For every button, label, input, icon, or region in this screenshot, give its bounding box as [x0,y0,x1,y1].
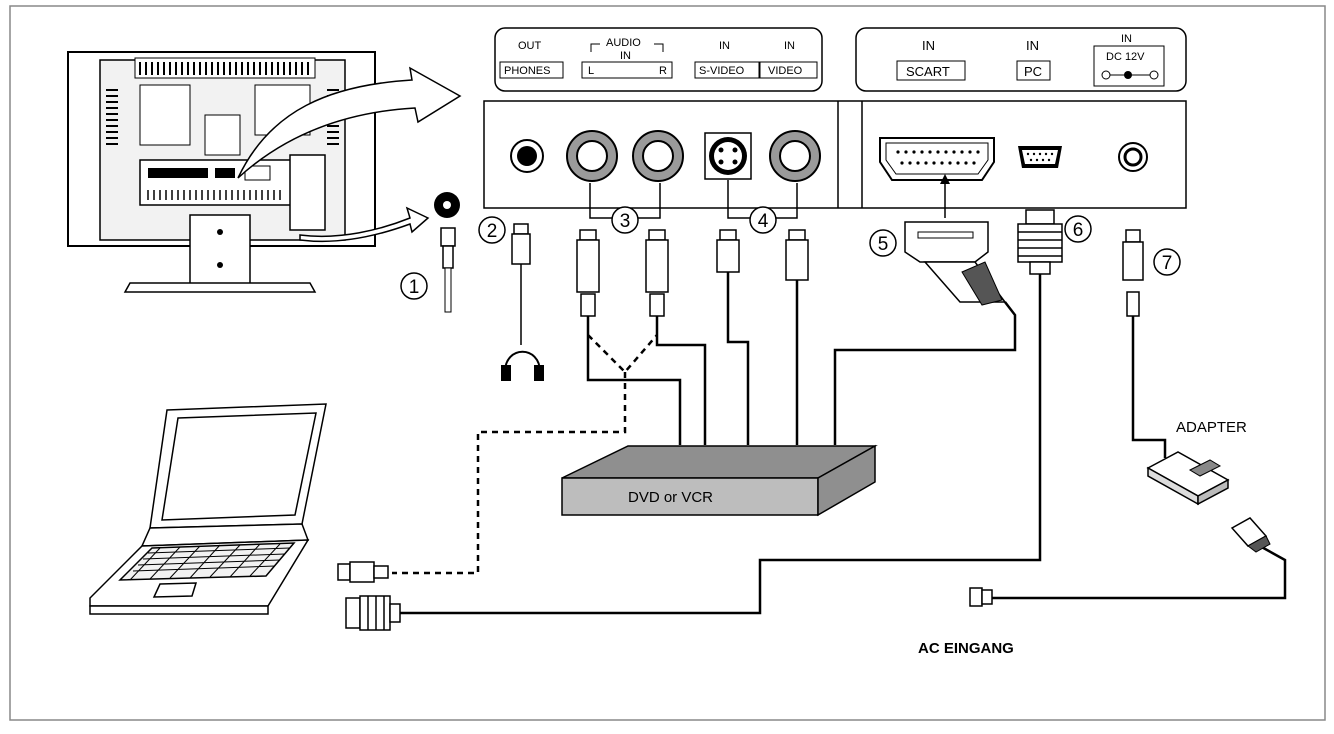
svg-text:2: 2 [487,221,498,242]
label-pc: PC [1024,64,1042,79]
svg-text:3: 3 [620,211,631,232]
svg-text:6: 6 [1073,220,1084,241]
callout-1: 1 [400,272,428,300]
label-audio-in: IN [620,50,631,62]
audio-r-jack [632,130,684,182]
ac-end-plug [969,587,993,607]
connector-panel [483,100,1187,209]
dc-power-jack [1118,142,1148,172]
dvd-vcr-device: DVD or VCR [561,444,878,517]
rca-plugs [511,223,1144,345]
label-svideo-in: IN [719,40,730,52]
label-pc-in: IN [1026,38,1039,53]
callout-4: 4 [749,206,777,234]
label-scart-in: IN [922,38,935,53]
label-out: OUT [518,40,542,52]
label-audio-r: R [659,65,667,77]
svg-text:7: 7 [1162,253,1173,274]
label-dc12v: DC 12V [1106,51,1145,63]
scart-socket [879,137,995,181]
headphones-icon [501,350,544,381]
svideo-jack [704,132,752,180]
power-adapter: ADAPTER [1146,419,1271,553]
label-scart: SCART [906,64,950,79]
label-audio-l: L [588,65,594,77]
label-video-in: IN [784,40,795,52]
label-phones: PHONES [504,65,550,77]
vga-plug [1017,209,1063,275]
port-label-panel-right: IN SCART IN PC IN DC 12V [855,27,1187,92]
audio-l-jack [566,130,618,182]
svg-text:1: 1 [409,277,420,298]
video-jack [769,130,821,182]
port-label-panel-left: OUT PHONES AUDIO IN L R IN S-VIDEO IN VI… [494,27,823,92]
dvd-vcr-label: DVD or VCR [628,489,713,506]
callout-5: 5 [869,229,897,257]
dashed-audio-cable [392,334,658,575]
callout-6: 6 [1064,215,1092,243]
laptop-audio-plug [337,561,389,583]
stylus-part [434,192,460,313]
ac-input-label: AC EINGANG [918,640,1014,657]
svg-text:5: 5 [878,234,889,255]
zoom-arrows [237,66,462,243]
phones-jack [510,139,544,173]
svg-text:4: 4 [758,211,769,232]
callout-7: 7 [1153,248,1181,276]
label-audio: AUDIO [606,37,641,49]
label-dc-in: IN [1121,33,1132,45]
label-video: VIDEO [768,65,803,77]
monitor-rear-view [67,51,376,293]
callout-2: 2 [478,216,506,244]
scart-plug [904,221,1007,306]
callout-3: 3 [611,206,639,234]
callouts: 1 2 3 4 5 6 7 [400,206,1181,300]
vga-socket [1018,146,1062,168]
scart-arrow [940,174,950,218]
cables [400,272,1287,615]
adapter-label: ADAPTER [1176,419,1247,436]
label-svideo: S-VIDEO [699,65,745,77]
laptop-vga-plug [345,595,401,631]
laptop-illustration [89,403,327,615]
outer-frame [9,5,1326,721]
